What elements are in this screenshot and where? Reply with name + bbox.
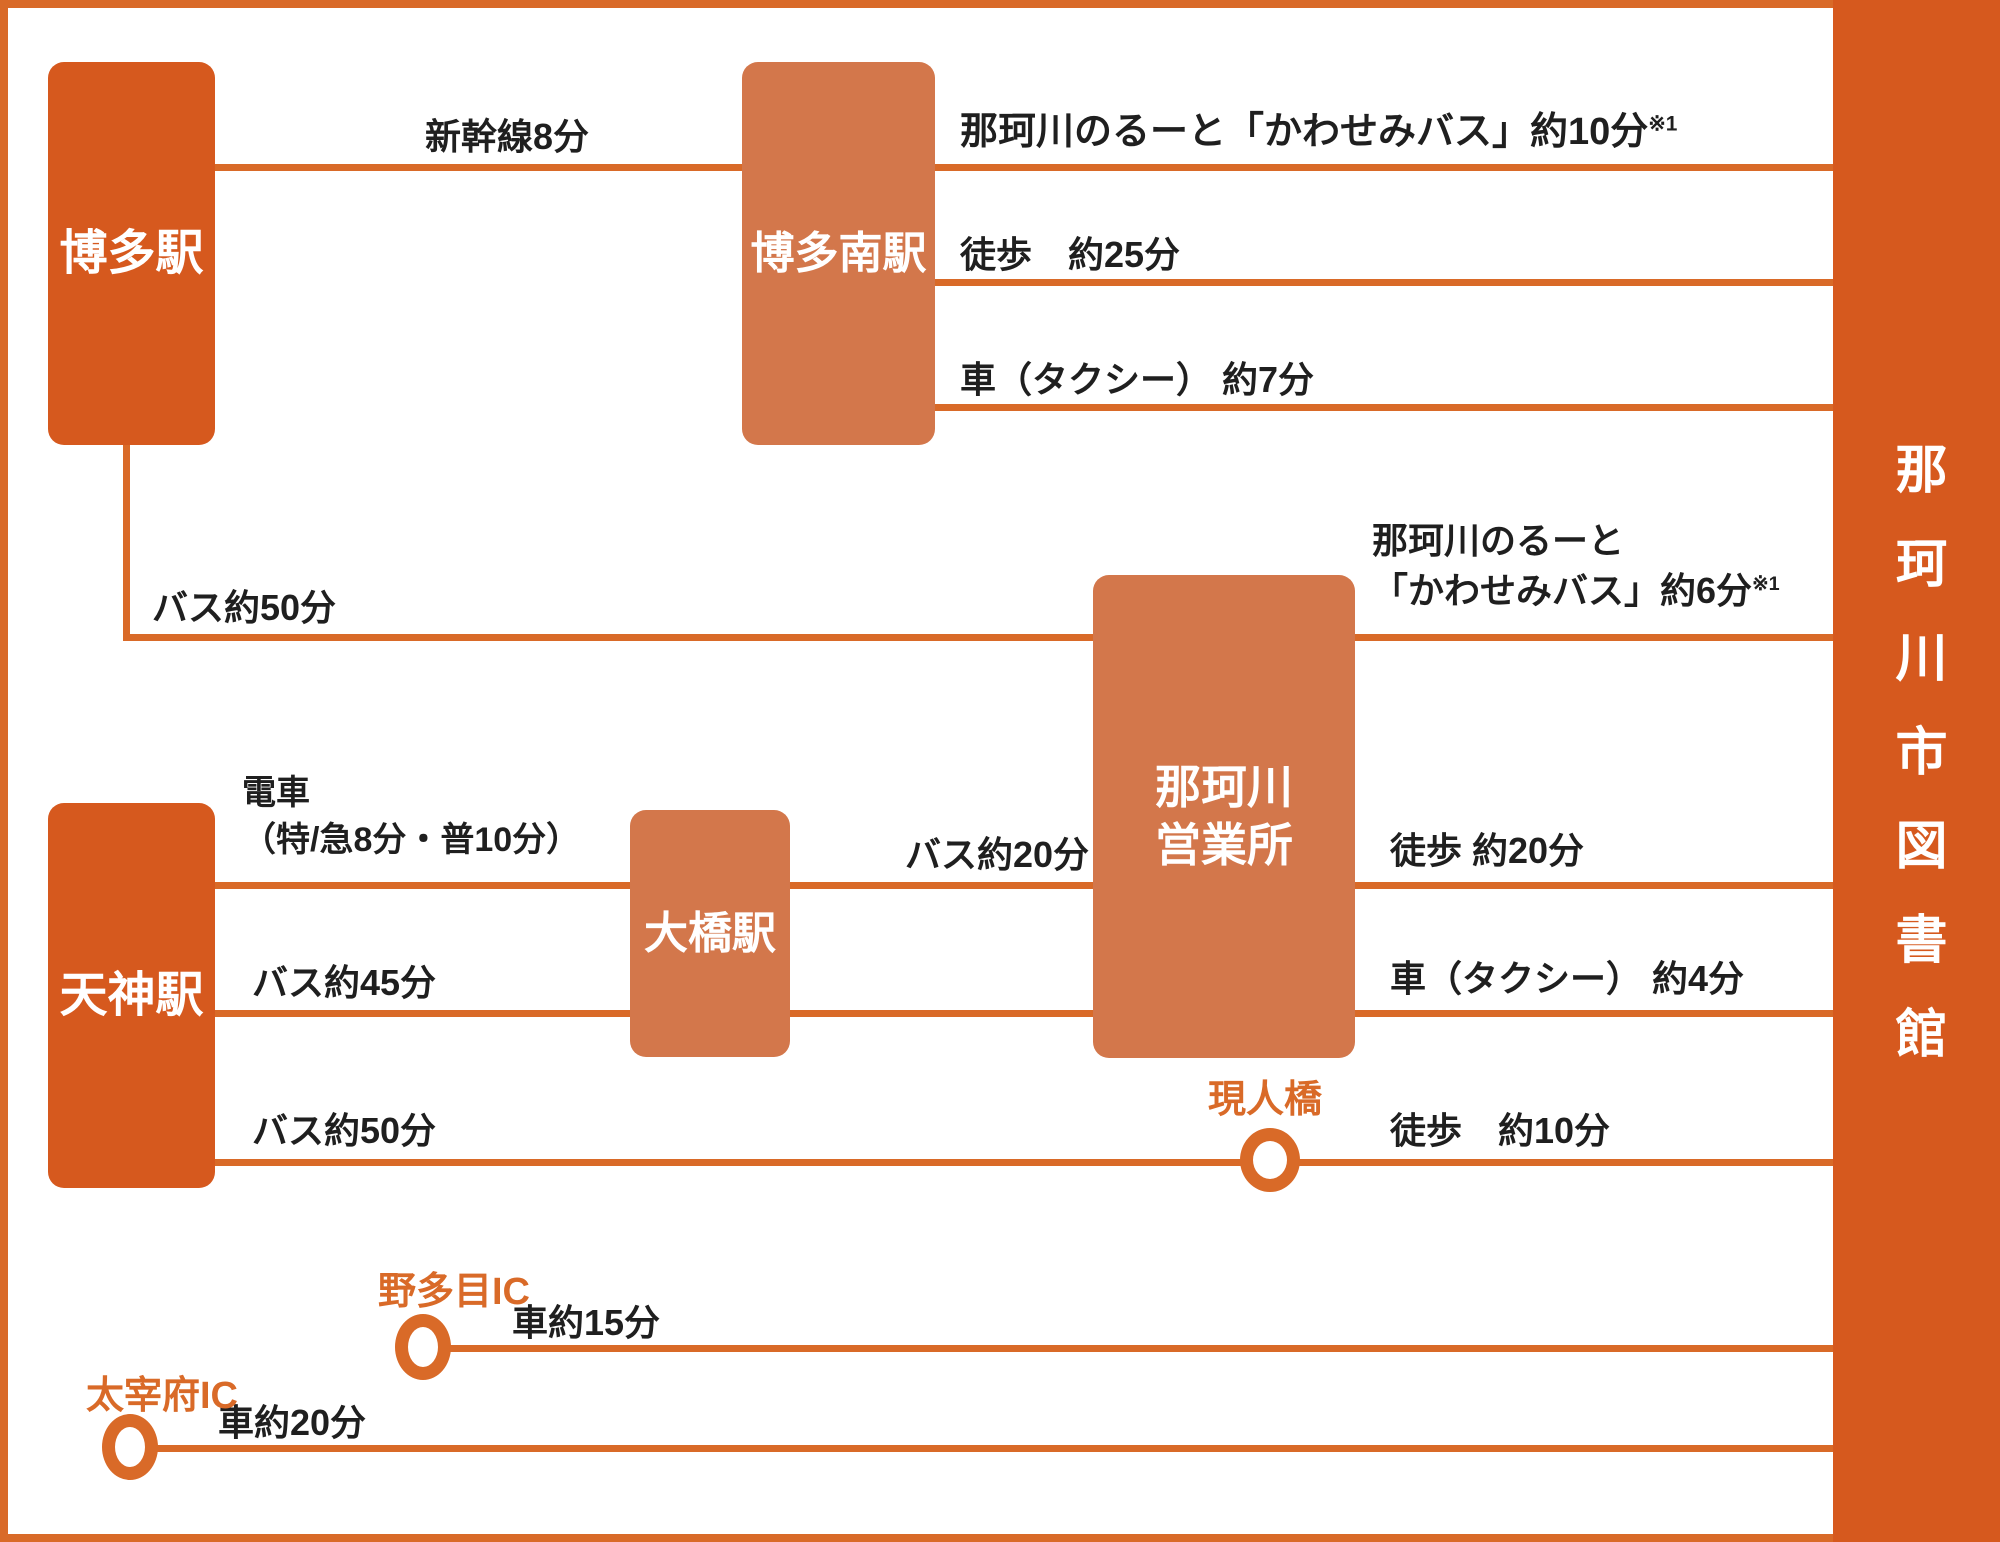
kawasemi-bus10-text: 那珂川のるーと「かわせみバス」約10分 bbox=[960, 111, 1649, 153]
hakataminami-station-label: 博多南駅 bbox=[750, 229, 927, 278]
walk25-line bbox=[935, 279, 1840, 286]
kawasemi-bus6-text-line2: 「かわせみバス」約6分※1 bbox=[1372, 566, 1780, 616]
nakagawa-office-label-line2: 営業所 bbox=[1155, 818, 1293, 871]
walk25-label: 徒歩 約25分 bbox=[960, 234, 1181, 275]
tenjin-station-box: 天神駅 bbox=[48, 803, 215, 1188]
hakata-station-label: 博多駅 bbox=[59, 226, 204, 280]
kawasemi-bus6-text-line1: 那珂川のるーと bbox=[1372, 520, 1625, 561]
bus20-label: バス約20分 bbox=[905, 834, 1090, 875]
tenjin-bus50-line bbox=[215, 1159, 1840, 1166]
bus45-label: バス約45分 bbox=[252, 962, 437, 1003]
taxi7-line bbox=[935, 404, 1840, 411]
kawasemi-bus10-line bbox=[935, 164, 1840, 171]
walk10-label: 徒歩 約10分 bbox=[1390, 1110, 1611, 1151]
tenjin-bus50-label: バス約50分 bbox=[252, 1110, 437, 1151]
car15-label: 車約15分 bbox=[512, 1302, 661, 1343]
walk20-line bbox=[1355, 882, 1840, 889]
hakata-bus50-line bbox=[123, 634, 1093, 641]
shinkansen-line bbox=[215, 164, 742, 171]
notame-ic-circle-marker bbox=[395, 1314, 451, 1380]
train-text-line1: 電車 bbox=[242, 774, 310, 812]
taxi4-line bbox=[1355, 1010, 1840, 1017]
train-line bbox=[215, 882, 630, 889]
hakata-bus50-vline bbox=[123, 445, 130, 641]
nakagawa-office-label-line1: 那珂川 bbox=[1155, 761, 1293, 813]
ohashi-station-label: 大橋駅 bbox=[644, 909, 776, 958]
dazaifu-ic-label: 太宰府IC bbox=[86, 1375, 239, 1417]
hakata-station-box: 博多駅 bbox=[48, 62, 215, 445]
shinkansen-label: 新幹線8分 bbox=[425, 116, 590, 157]
car20-label: 車約20分 bbox=[218, 1402, 367, 1443]
kawasemi-bus6-line bbox=[1355, 634, 1840, 641]
kawasemi-bus10-label: 那珂川のるーと「かわせみバス」約10分※1 bbox=[960, 106, 1677, 158]
taxi4-label: 車（タクシー） 約4分 bbox=[1390, 958, 1745, 999]
train-label: 電車 （特/急8分・普10分） bbox=[242, 770, 580, 864]
kawasemi-bus10-footnote: ※1 bbox=[1648, 112, 1678, 136]
library-destination-bar: 那珂川市図書館 bbox=[1833, 0, 2000, 1542]
car15-line bbox=[423, 1345, 1840, 1352]
library-name-label: 那珂川市図書館 bbox=[1887, 442, 1945, 1100]
walk20-label: 徒歩 約20分 bbox=[1390, 830, 1585, 871]
hakata-bus50-label: バス約50分 bbox=[152, 587, 337, 628]
arahitobashi-circle-marker bbox=[1240, 1128, 1300, 1192]
kawasemi-bus6-text: 「かわせみバス」約6分 bbox=[1372, 569, 1753, 611]
notame-ic-label: 野多目IC bbox=[378, 1271, 531, 1313]
tenjin-station-label: 天神駅 bbox=[59, 968, 204, 1022]
bus20-line bbox=[790, 882, 1093, 889]
nakagawa-office-box: 那珂川 営業所 bbox=[1093, 575, 1355, 1058]
kawasemi-bus6-footnote: ※1 bbox=[1752, 572, 1780, 595]
train-text-line2: （特/急8分・普10分） bbox=[242, 820, 581, 859]
car20-line bbox=[130, 1445, 1840, 1452]
taxi7-label: 車（タクシー） 約7分 bbox=[960, 359, 1315, 400]
kawasemi-bus6-label: 那珂川のるーと 「かわせみバス」約6分※1 bbox=[1372, 516, 1780, 615]
hakataminami-station-box: 博多南駅 bbox=[742, 62, 935, 445]
ohashi-station-box: 大橋駅 bbox=[630, 810, 790, 1057]
arahitobashi-label: 現人橋 bbox=[1208, 1079, 1323, 1121]
dazaifu-ic-circle-marker bbox=[102, 1414, 158, 1480]
